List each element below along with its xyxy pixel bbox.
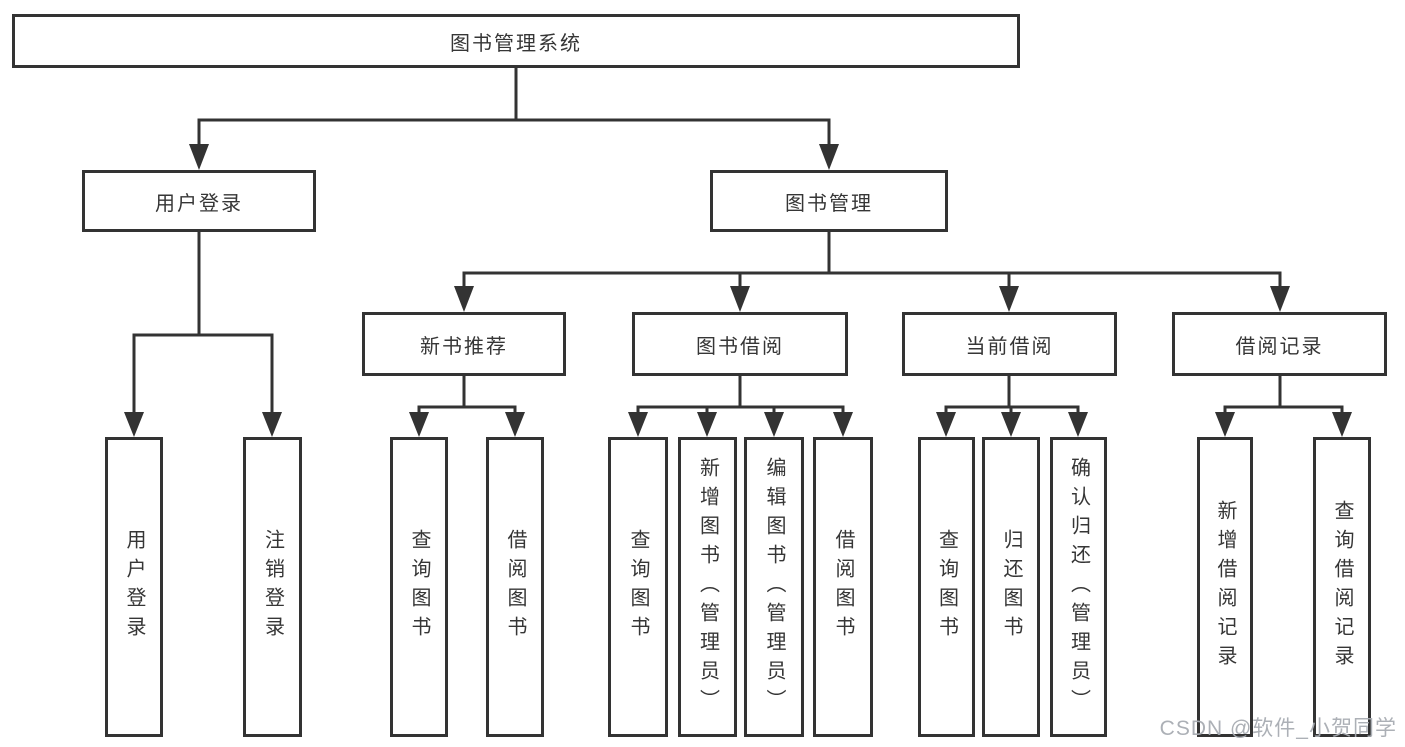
- node-library-management-system: 图书管理系统: [12, 14, 1020, 68]
- leaf-query-books-borrowing: 查询图书: [608, 437, 668, 737]
- leaf-query-books-recommendation: 查询图书: [390, 437, 448, 737]
- node-user-login: 用户登录: [82, 170, 316, 232]
- leaf-borrow-books-recommendation: 借阅图书: [486, 437, 544, 737]
- leaf-return-books: 归还图书: [982, 437, 1040, 737]
- leaf-borrow-books-borrowing: 借阅图书: [813, 437, 873, 737]
- connector-recommendation-to-leaves: [409, 376, 525, 437]
- leaf-confirm-return-admin: 确认归还（管理员）: [1050, 437, 1107, 737]
- node-book-management: 图书管理: [710, 170, 948, 232]
- connector-root-to-level2: [189, 68, 839, 170]
- leaf-logout: 注销登录: [243, 437, 302, 737]
- connector-borrowing-to-leaves: [628, 376, 853, 437]
- node-current-borrowing: 当前借阅: [902, 312, 1117, 376]
- leaf-edit-book-admin: 编辑图书（管理员）: [744, 437, 804, 737]
- connector-records-to-leaves: [1215, 376, 1352, 437]
- connector-book-management-to-level3: [454, 232, 1290, 312]
- node-new-book-recommendation: 新书推荐: [362, 312, 566, 376]
- leaf-user-login: 用户登录: [105, 437, 163, 737]
- connector-user-login-to-leaves: [124, 232, 282, 437]
- leaf-add-borrow-record: 新增借阅记录: [1197, 437, 1253, 737]
- connector-current-to-leaves: [936, 376, 1088, 437]
- leaf-add-book-admin: 新增图书（管理员）: [678, 437, 737, 737]
- node-borrowing-records: 借阅记录: [1172, 312, 1387, 376]
- node-book-borrowing: 图书借阅: [632, 312, 848, 376]
- leaf-query-books-current: 查询图书: [918, 437, 975, 737]
- leaf-query-borrow-record: 查询借阅记录: [1313, 437, 1371, 737]
